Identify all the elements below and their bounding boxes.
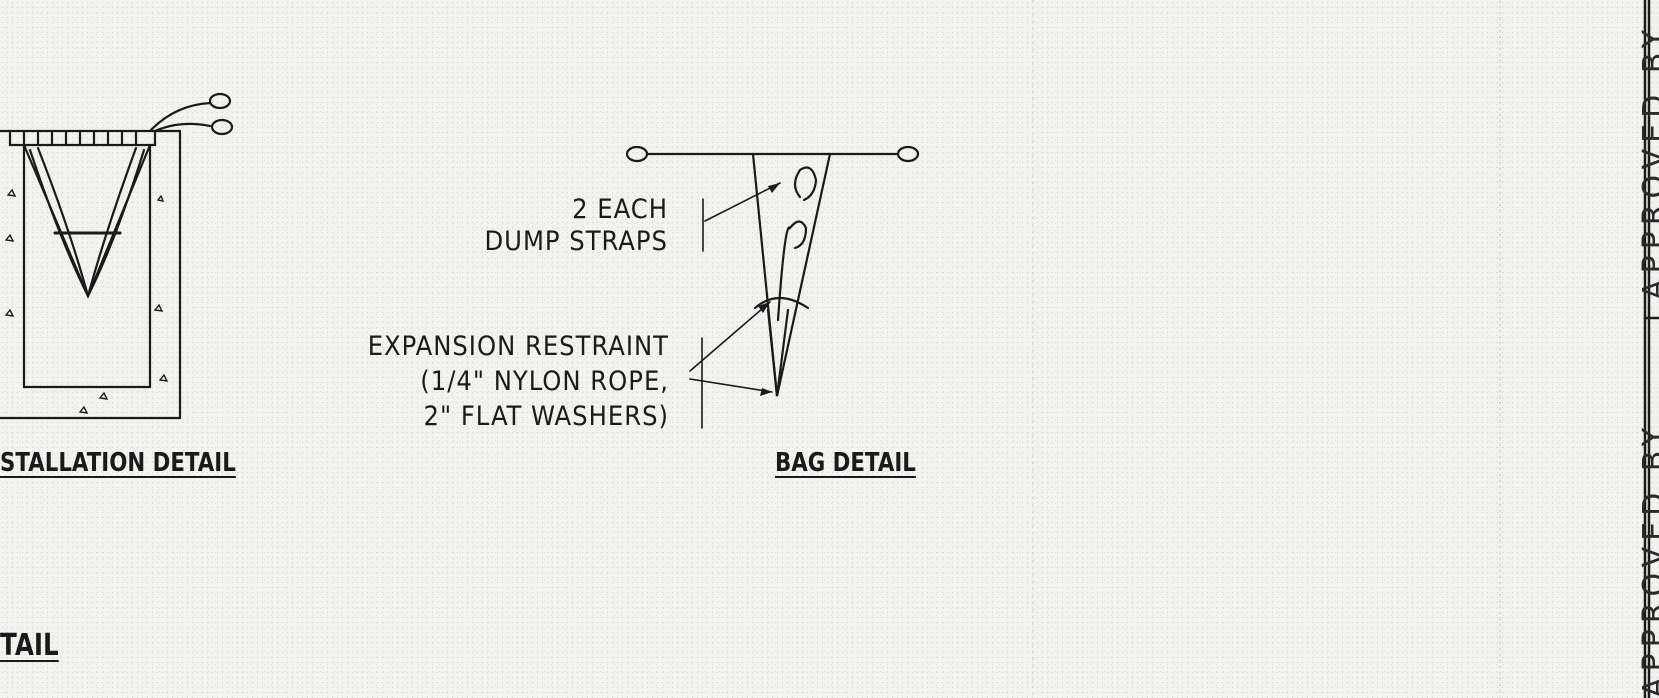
dump-strap [148, 101, 212, 133]
bag-detail-drawing [625, 145, 920, 429]
expansion-restraint-callout-line3: 2" FLAT WASHERS) [423, 401, 669, 432]
inlet-grate [8, 129, 157, 147]
installation-detail-title: STALLATION DETAIL [0, 448, 236, 478]
filter-bag-outline [22, 143, 152, 299]
installation-detail-drawing [0, 92, 234, 420]
left-loop [625, 145, 649, 163]
title-block [1032, 0, 1659, 698]
strap-loop [208, 92, 232, 110]
lower-detail-title: TAIL [0, 628, 59, 663]
expansion-restraint-callout-line2: (1/4" NYLON ROPE, [420, 366, 669, 397]
dump-strap-hook [793, 166, 818, 202]
expansion-restraint-arc [753, 296, 810, 310]
approved-by-lower: APPROVED BY [1637, 421, 1659, 698]
dump-straps-callout-line1: 2 EACH [572, 194, 668, 225]
approved-by-upper: APPROVED BY [1637, 23, 1659, 300]
dump-straps-callout-line2: DUMP STRAPS [484, 226, 668, 257]
bag-detail-title: BAG DETAIL [775, 448, 916, 478]
right-loop [896, 145, 920, 163]
expansion-restraint-callout-line1: EXPANSION RESTRAINT [367, 331, 669, 362]
